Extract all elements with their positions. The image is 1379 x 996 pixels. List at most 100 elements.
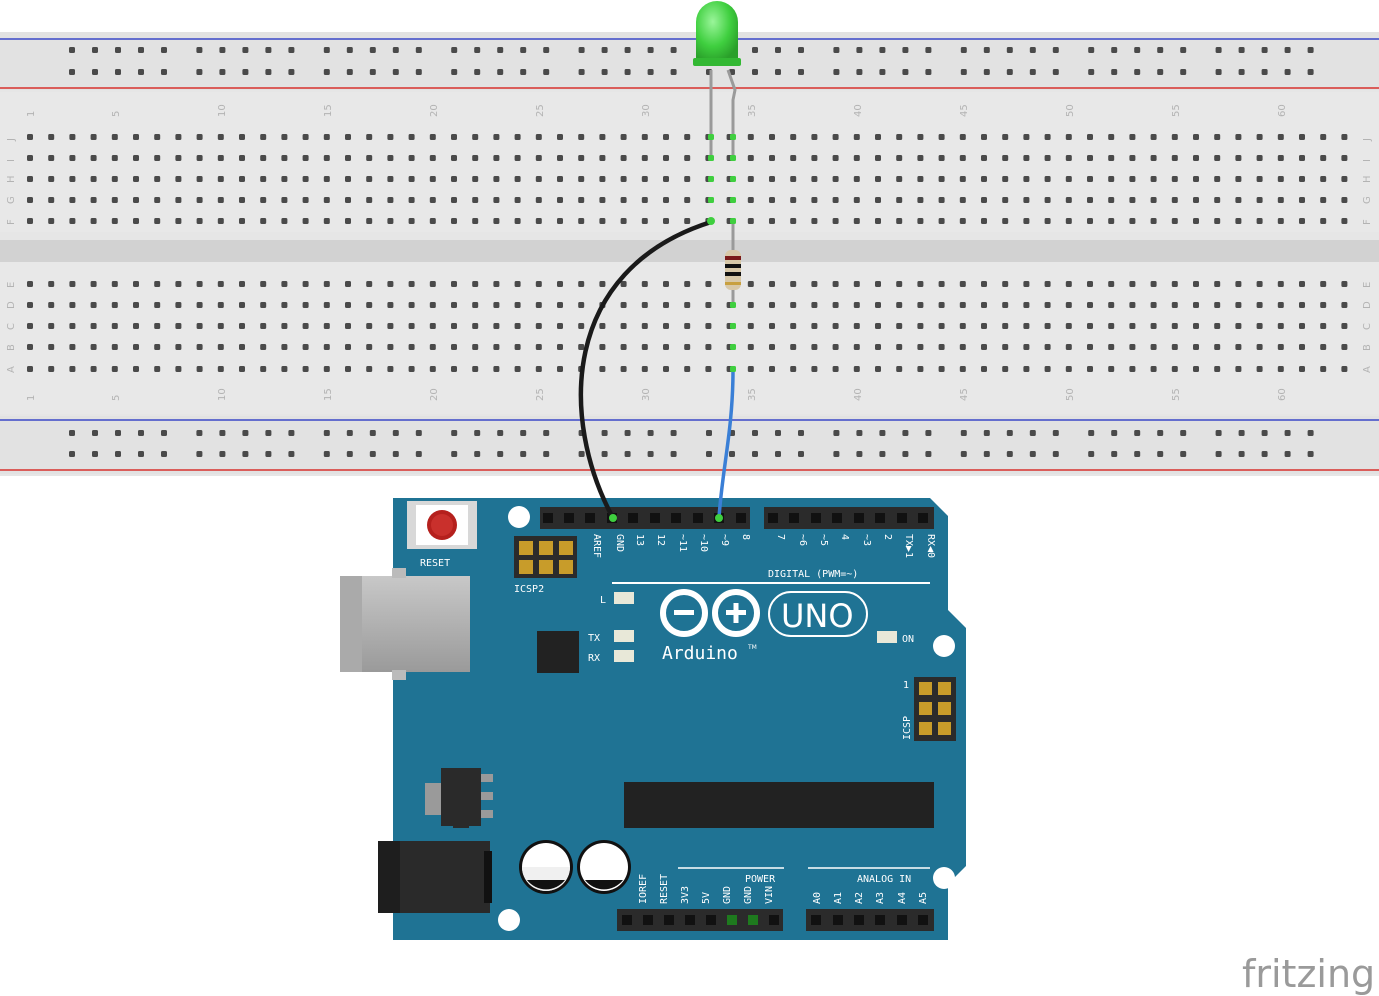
breadboard-hole — [875, 302, 881, 308]
rail-hole — [1238, 69, 1245, 75]
breadboard-hole — [875, 323, 881, 329]
breadboard-hole — [1256, 134, 1263, 140]
rail-hole — [1029, 47, 1036, 53]
breadboard-hole — [917, 176, 924, 182]
breadboard-hole — [493, 281, 500, 287]
breadboard-hole — [641, 302, 648, 308]
breadboard-hole — [535, 218, 542, 224]
breadboard-hole — [959, 134, 966, 140]
rail-hole — [242, 430, 249, 436]
breadboard-hole — [1023, 281, 1030, 287]
breadboard-hole — [27, 134, 33, 140]
breadboard-hole — [1023, 197, 1030, 203]
rail-hole — [1157, 69, 1164, 75]
digital-pin-label: ~10 — [698, 534, 709, 552]
breadboard-hole — [429, 366, 436, 372]
breadboard-hole — [959, 281, 966, 287]
breadboard-hole — [747, 366, 754, 372]
column-label: 5 — [111, 395, 122, 401]
rail-hole — [960, 430, 967, 436]
led-on-label: ON — [902, 634, 914, 645]
microcontroller-chip — [624, 782, 934, 828]
breadboard-hole — [217, 155, 224, 161]
rail-hole — [879, 47, 886, 53]
led-tx — [614, 630, 634, 642]
breadboard-hole — [917, 366, 924, 372]
gnd-wire[interactable] — [578, 219, 714, 521]
header-pin — [811, 915, 821, 925]
breadboard-hole — [345, 155, 351, 161]
breadboard-hole — [917, 344, 924, 350]
signal-wire[interactable] — [717, 368, 735, 520]
breadboard-hole — [281, 134, 288, 140]
analog-pin-label: A5 — [918, 892, 929, 904]
rail-hole — [1088, 69, 1095, 75]
row-label: J — [1362, 138, 1373, 142]
breadboard-hole — [239, 155, 245, 161]
rail-hole — [1111, 430, 1118, 436]
breadboard-hole — [1299, 366, 1305, 372]
breadboard-hole — [196, 344, 203, 350]
power-header — [617, 909, 934, 931]
breadboard-hole — [472, 197, 479, 203]
breadboard-hole — [938, 218, 945, 224]
breadboard-hole — [535, 281, 542, 287]
breadboard-hole — [1193, 302, 1199, 308]
rail-hole — [1052, 47, 1059, 53]
breadboard-hole — [1277, 197, 1284, 203]
breadboard-hole — [535, 155, 542, 161]
breadboard-hole — [769, 366, 775, 372]
breadboard-hole — [1235, 366, 1242, 372]
breadboard-hole — [663, 218, 669, 224]
breadboard-hole — [684, 134, 691, 140]
green-led[interactable] — [693, 1, 741, 156]
breadboard-hole — [1235, 344, 1242, 350]
breadboard-hole — [1044, 302, 1051, 308]
rail-hole — [115, 430, 121, 436]
breadboard-hole — [323, 218, 330, 224]
breadboard-hole — [981, 323, 987, 329]
breadboard-hole — [154, 281, 161, 287]
breadboard-hole — [451, 197, 457, 203]
breadboard-hole — [917, 134, 924, 140]
rail-hole — [1284, 47, 1291, 53]
breadboard-hole — [896, 134, 903, 140]
rail-hole — [775, 451, 781, 457]
breadboard-hole — [387, 218, 394, 224]
breadboard-hole — [832, 134, 839, 140]
breadboard-hole — [853, 302, 860, 308]
rail-hole — [92, 430, 98, 436]
breadboard-hole — [239, 302, 245, 308]
breadboard-hole — [663, 176, 669, 182]
breadboard-hole — [1193, 134, 1199, 140]
resistor[interactable] — [725, 222, 741, 305]
breadboard-hole — [260, 176, 267, 182]
breadboard-hole — [1277, 281, 1284, 287]
breadboard-hole — [896, 366, 903, 372]
reset-button[interactable] — [407, 501, 477, 549]
breadboard-hole — [853, 344, 860, 350]
rail-hole — [1307, 47, 1314, 53]
breadboard-hole — [620, 134, 627, 140]
digital-pin-label: AREF — [591, 534, 602, 558]
rail-hole — [415, 451, 422, 457]
breadboard-hole — [408, 323, 415, 329]
digital-pin-label: 2 — [882, 534, 893, 540]
rail-hole — [925, 451, 932, 457]
breadboard-hole — [684, 197, 691, 203]
breadboard-hole — [1193, 218, 1199, 224]
rail-hole — [1180, 69, 1187, 75]
rail-hole — [1238, 430, 1245, 436]
rail-hole — [752, 430, 758, 436]
breadboard-hole — [557, 281, 563, 287]
rail-hole — [219, 69, 226, 75]
breadboard-hole — [641, 218, 648, 224]
breadboard-hole — [1002, 176, 1009, 182]
breadboard-hole — [429, 218, 436, 224]
breadboard-hole — [472, 344, 479, 350]
breadboard-hole — [133, 134, 139, 140]
rail-hole — [752, 47, 758, 53]
breadboard-hole — [1256, 218, 1263, 224]
header-pin — [650, 513, 660, 523]
rail-hole — [1006, 430, 1013, 436]
